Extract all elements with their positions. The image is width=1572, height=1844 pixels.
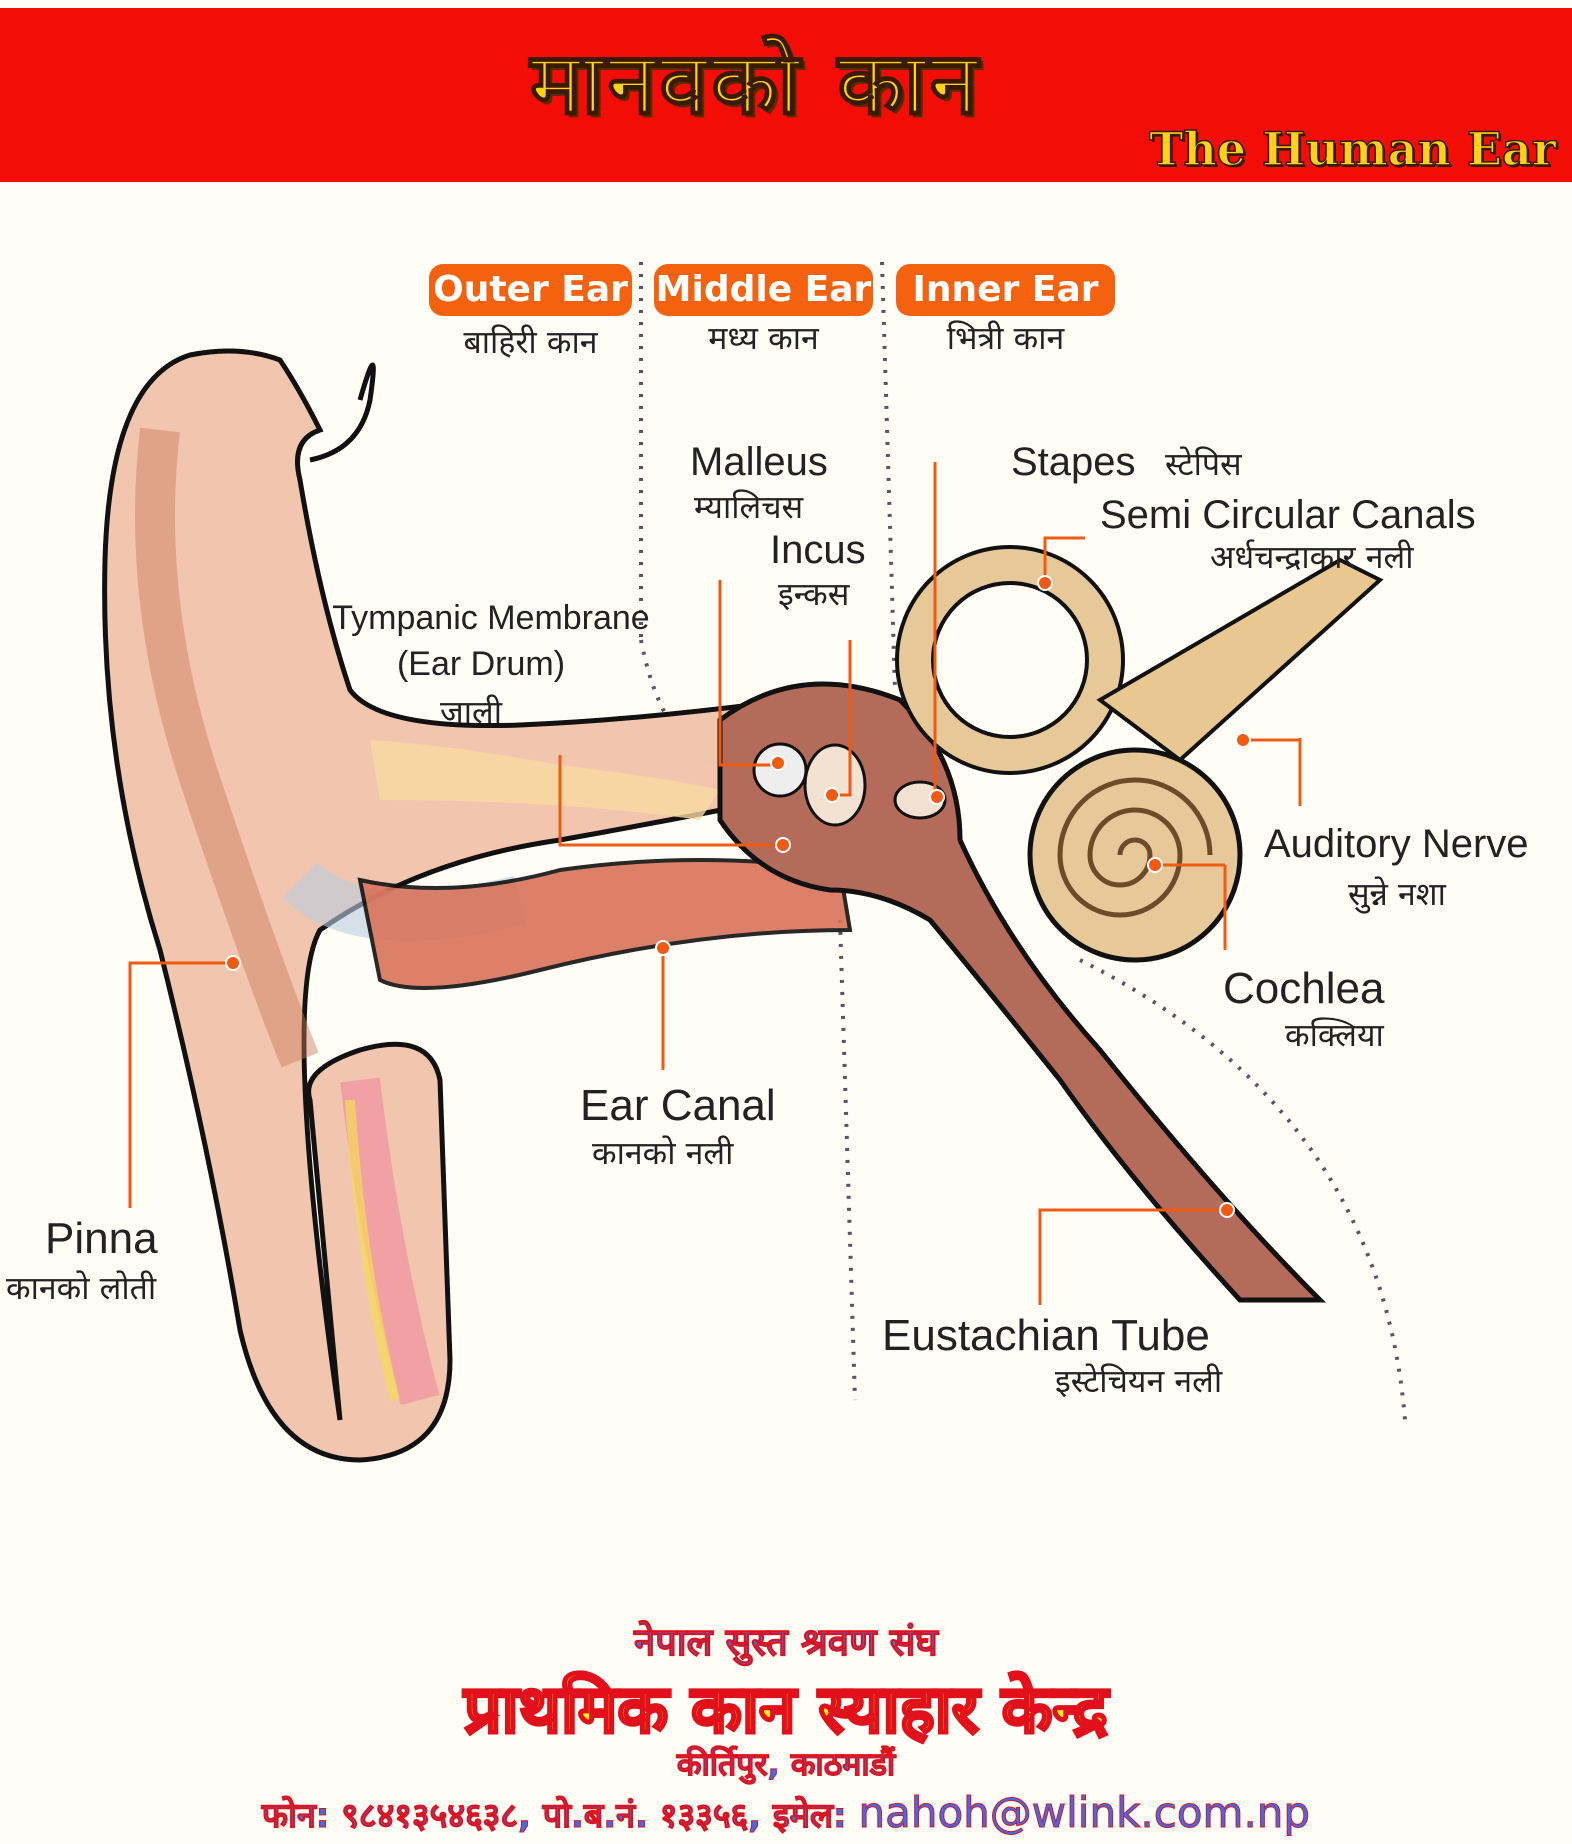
label-eustachian-nepali: इस्टेचियन नली (1055, 1362, 1223, 1400)
semicircular-canals-shape (895, 545, 1384, 775)
footer-location: कीर्तिपुर, काठमाडौं (676, 1745, 896, 1784)
label-ear-drum: (Ear Drum) (396, 645, 566, 683)
footer-contact-line: फोन: ९८४१३५४६३८, पो.ब.नं. १३३५६, इमेल: n… (0, 1788, 1572, 1838)
section-inner-ear-nepali: भित्री कान (946, 319, 1065, 357)
footer-org: नेपाल सुस्त श्रवण संघ (634, 1620, 939, 1665)
label-auditory-nerve: Auditory Nerve (1264, 822, 1529, 866)
label-ear-canal: Ear Canal (580, 1081, 776, 1130)
cochlea-shape (1027, 747, 1243, 963)
label-eustachian: Eustachian Tube (882, 1311, 1210, 1360)
footer-contact: फोन: ९८४१३५४६३८, पो.ब.नं. १३३५६, इमेल: (261, 1796, 847, 1837)
label-semicircular: Semi Circular Canals (1100, 493, 1476, 537)
label-tympanic: Tympanic Membrane (332, 599, 650, 637)
marker-dots (225, 575, 1251, 1218)
title-nepali: मानवको कान (529, 33, 982, 135)
footer-center: प्राथमिक कान स्याहार केन्द्र (463, 1670, 1110, 1750)
header-banner (0, 8, 1572, 182)
footer-email: nahoh@wlink.com.np (858, 1788, 1311, 1838)
title-english: The Human Ear (1148, 121, 1556, 177)
label-ear-canal-nepali: कानको नली (592, 1134, 734, 1172)
label-pinna-nepali: कानको लोती (6, 1269, 157, 1307)
label-malleus: Malleus (690, 440, 828, 484)
divider-middle-inner (880, 261, 897, 691)
section-outer-ear-nepali: बाहिरी कान (463, 323, 598, 361)
label-pinna: Pinna (45, 1214, 158, 1263)
label-incus-nepali: इन्कस (778, 575, 850, 613)
section-middle-ear: Middle Ear (654, 264, 873, 316)
label-cochlea: Cochlea (1223, 964, 1385, 1013)
section-outer-ear: Outer Ear (429, 264, 632, 316)
label-cochlea-nepali: कक्लिया (1285, 1016, 1384, 1054)
label-tympanic-nepali: जाली (439, 693, 503, 731)
ear-canal-shape (357, 858, 853, 990)
section-inner-ear: Inner Ear (896, 264, 1115, 316)
label-auditory-nerve-nepali: सुन्ने नशा (1348, 875, 1446, 913)
label-stapes: Stapes (1011, 440, 1136, 484)
label-stapes-nepali: स्टेपिस (1165, 445, 1242, 483)
section-middle-ear-nepali: मध्य कान (708, 319, 819, 357)
label-malleus-nepali: म्यालिचस (694, 488, 804, 526)
label-semicircular-nepali: अर्धचन्द्राकार नली (1210, 538, 1414, 576)
pinna-shape (102, 348, 824, 1463)
label-incus: Incus (770, 528, 866, 572)
